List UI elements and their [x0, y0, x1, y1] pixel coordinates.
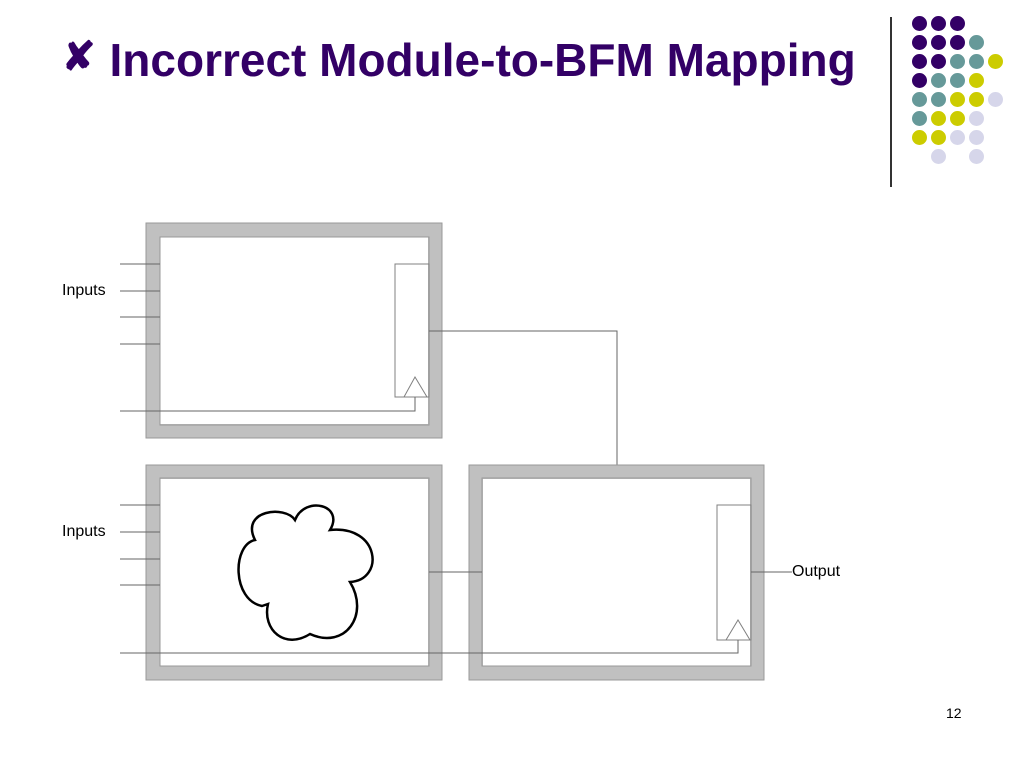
decor-dot: [950, 35, 965, 50]
slide-title-text: Incorrect Module-to-BFM Mapping: [109, 34, 856, 86]
page-number: 12: [946, 705, 962, 721]
input-wires-bottom: [120, 504, 160, 586]
register-right: [716, 504, 752, 641]
decor-dot: [950, 16, 965, 31]
decor-dot: [931, 16, 946, 31]
decor-dot: [912, 73, 927, 88]
decor-dot: [969, 35, 984, 50]
decor-dot: [931, 130, 946, 145]
module-box-bottom-right: [468, 464, 765, 681]
decor-dot: [912, 35, 927, 50]
decor-dot: [931, 92, 946, 107]
decor-dot: [950, 54, 965, 69]
decor-dot: [912, 111, 927, 126]
cloud-shape: [237, 504, 374, 641]
clock-wire-bottom: [120, 640, 739, 654]
decor-dot: [969, 92, 984, 107]
decor-dot: [969, 111, 984, 126]
register-top: [394, 263, 430, 398]
clock-wire-top: [120, 397, 416, 412]
decor-dot: [912, 16, 927, 31]
output-label: Output: [792, 563, 841, 580]
x-mark-icon: ✘: [62, 35, 96, 79]
slide-title: ✘ Incorrect Module-to-BFM Mapping: [62, 24, 862, 93]
decor-dot: [969, 73, 984, 88]
decor-dot: [969, 130, 984, 145]
decor-dot: [912, 54, 927, 69]
decor-dot: [931, 54, 946, 69]
decor-dot: [969, 149, 984, 164]
decor-dot: [931, 73, 946, 88]
decor-dot: [931, 149, 946, 164]
decor-dot: [950, 111, 965, 126]
decor-dot: [969, 54, 984, 69]
module-box-top: [145, 222, 443, 439]
connect-wire-top-to-right: [429, 330, 618, 478]
decor-dot: [950, 92, 965, 107]
decor-dot: [950, 73, 965, 88]
clock-triangle-right: [725, 619, 751, 641]
decor-dot: [912, 92, 927, 107]
decor-dot: [931, 111, 946, 126]
inputs-label-top: Inputs: [62, 282, 106, 299]
clock-triangle-top: [403, 375, 428, 398]
decor-dot: [931, 35, 946, 50]
decor-dot: [950, 130, 965, 145]
inputs-label-bottom: Inputs: [62, 523, 106, 540]
decor-divider: [890, 17, 892, 187]
decor-dot: [988, 54, 1003, 69]
input-wires-top: [120, 263, 160, 345]
decor-dot: [988, 92, 1003, 107]
decor-dot: [912, 130, 927, 145]
